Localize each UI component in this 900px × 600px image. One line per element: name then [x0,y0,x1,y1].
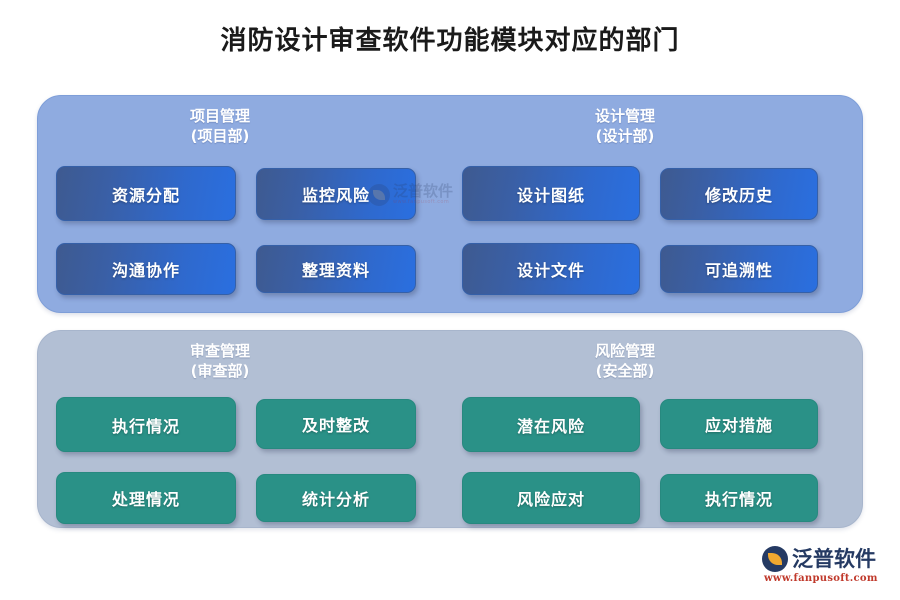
brand-logo: 泛普软件 www.fanpusoft.com [762,546,890,590]
chip-timely-rectification[interactable]: 及时整改 [256,399,416,449]
chip-organize-materials[interactable]: 整理资料 [256,245,416,293]
chip-traceability[interactable]: 可追溯性 [660,245,818,293]
group-department-review-management: (审查部) [190,362,250,380]
chip-communication-collaboration[interactable]: 沟通协作 [56,243,236,295]
group-department-risk-management: (安全部) [595,362,655,380]
group-department-project-management: (项目部) [190,127,250,145]
group-title-design-management: 设计管理 [594,107,655,125]
chip-resource-allocation[interactable]: 资源分配 [56,166,236,221]
group-department-design-management: (设计部) [595,127,655,145]
group-header-review-management: 审查管理 (审查部) [70,341,370,381]
group-title-risk-management: 风险管理 [594,342,655,360]
brand-logo-row: 泛普软件 [762,546,876,572]
chip-execution-status-risk[interactable]: 执行情况 [660,474,818,522]
chip-response-measures[interactable]: 应对措施 [660,399,818,449]
chip-design-drawings[interactable]: 设计图纸 [462,166,640,221]
chip-handling-status[interactable]: 处理情况 [56,472,236,524]
chip-execution-status-review[interactable]: 执行情况 [56,397,236,452]
group-header-risk-management: 风险管理 (安全部) [475,341,775,381]
brand-url: www.fanpusoft.com [764,573,878,584]
chip-potential-risk[interactable]: 潜在风险 [462,397,640,452]
brand-name: 泛普软件 [792,547,876,571]
group-header-project-management: 项目管理 (项目部) [70,106,370,146]
chip-monitor-risk[interactable]: 监控风险 [256,168,416,220]
chip-modification-history[interactable]: 修改历史 [660,168,818,220]
page-title: 消防设计审查软件功能模块对应的部门 [220,26,680,56]
chip-design-documents[interactable]: 设计文件 [462,243,640,295]
group-title-review-management: 审查管理 [189,342,250,360]
chip-statistical-analysis[interactable]: 统计分析 [256,474,416,522]
group-title-project-management: 项目管理 [189,107,250,125]
chip-risk-response[interactable]: 风险应对 [462,472,640,524]
fanpusoft-logo-icon [762,546,788,572]
group-header-design-management: 设计管理 (设计部) [475,106,775,146]
